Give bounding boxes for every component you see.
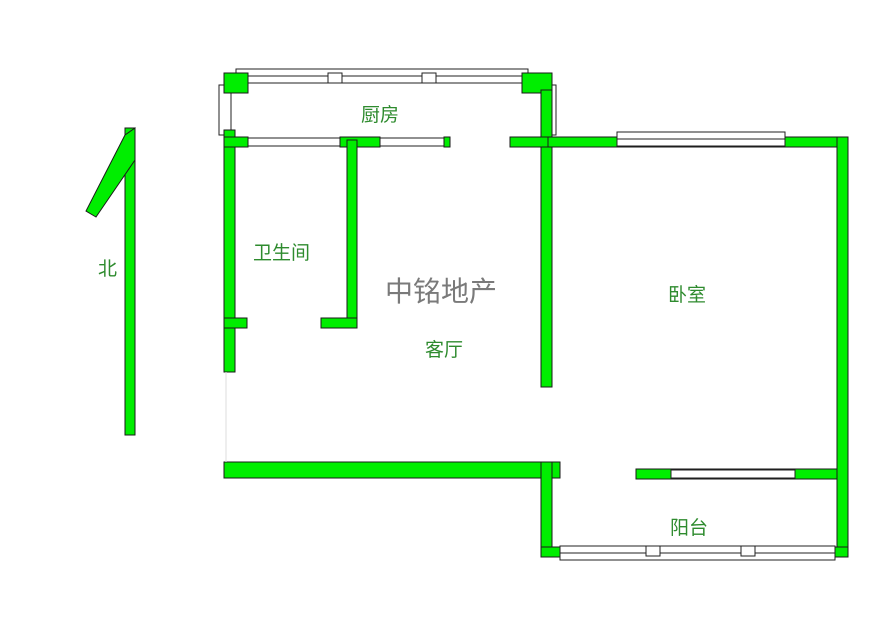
bathroom-door-stub-left	[223, 317, 248, 329]
balcony-window	[559, 545, 836, 561]
kitchen-top-window	[235, 68, 529, 84]
bathroom-door-stub-right	[320, 317, 358, 329]
kitchen-inner-window-left	[247, 137, 341, 147]
room-label-kitchen: 厨房	[361, 104, 400, 126]
kitchen-bottom-wall-mid	[339, 136, 381, 148]
living-bottom-wall	[223, 461, 561, 479]
balcony-inner-window	[670, 469, 796, 479]
north-arrow-icon	[85, 127, 136, 436]
bathroom-right-wall	[346, 139, 358, 329]
kitchen-corner-left	[223, 72, 249, 94]
kitchen-bottom-wall-left	[223, 136, 249, 148]
kitchen-bottom-wall-end	[443, 136, 451, 148]
room-label-bathroom: 卫生间	[253, 242, 311, 264]
balcony-left-wall	[540, 461, 553, 558]
bedroom-right-wall	[836, 136, 849, 558]
living-top-wall	[509, 136, 553, 148]
compass-label-north: 北	[98, 258, 118, 280]
kitchen-corner-right	[521, 72, 553, 94]
kitchen-inner-window-right	[379, 137, 447, 147]
watermark: 中铭地产	[385, 275, 498, 308]
kitchen-right-wall	[540, 89, 553, 388]
room-label-balcony: 阳台	[670, 517, 709, 539]
room-label-bedroom: 卧室	[668, 284, 707, 306]
left-outer-wall	[223, 129, 236, 373]
room-label-living-room: 客厅	[425, 339, 464, 361]
